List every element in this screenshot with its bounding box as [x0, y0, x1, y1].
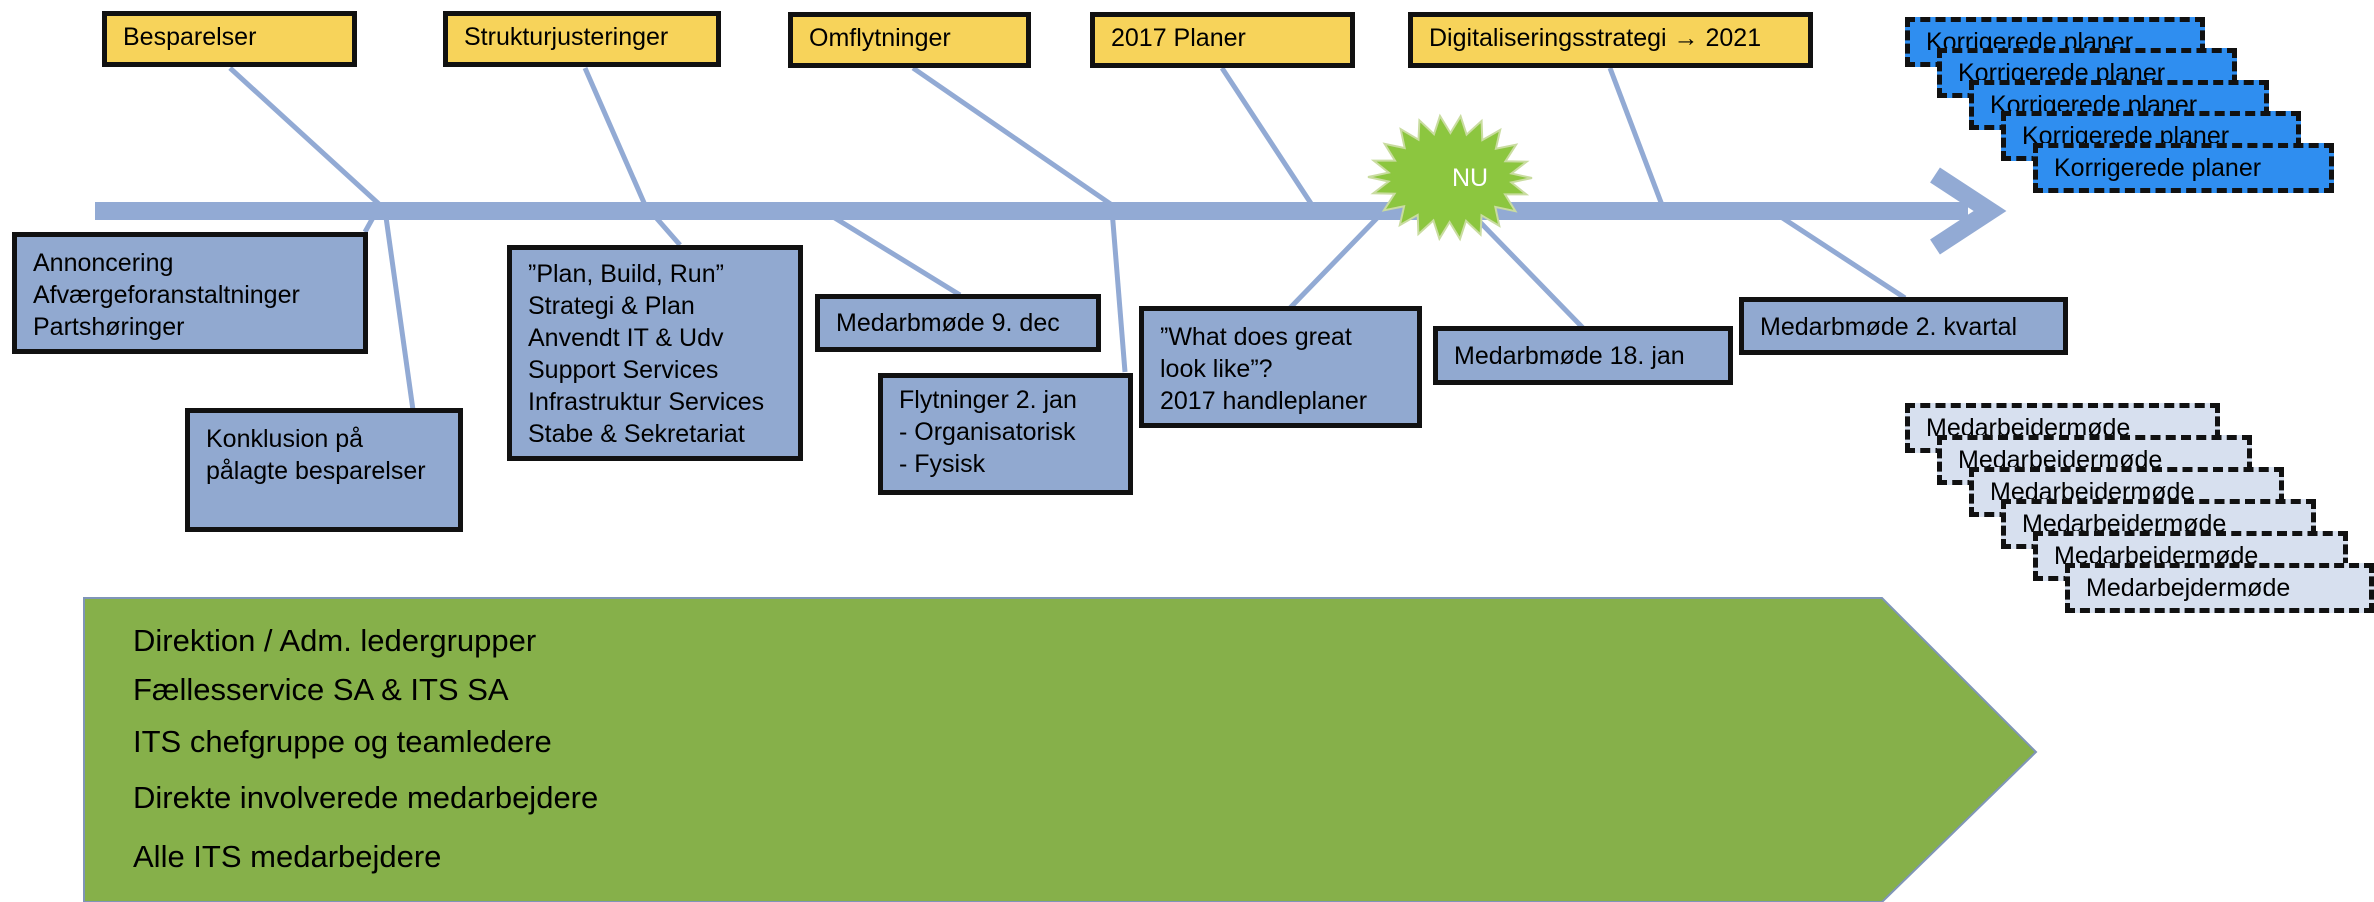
box-annoncering: Annoncering Afværgeforanstaltninger Part… — [12, 232, 368, 354]
box-medarbmoede-jan: Medarbmøde 18. jan — [1433, 326, 1733, 385]
now-burst-icon — [1367, 113, 1533, 242]
box-medarbmoede-dec: Medarbmøde 9. dec — [815, 294, 1101, 352]
stakeholder-lane: Direkte involverede medarbejdere — [133, 780, 599, 815]
box-what-does-great: ”What does great look like”? 2017 handle… — [1139, 306, 1422, 428]
stakeholder-lane: Alle ITS medarbejdere — [133, 839, 442, 874]
plan-card: Korrigerede planer — [2033, 143, 2334, 193]
stakeholder-lane: Fællesservice SA & ITS SA — [133, 672, 509, 707]
phase-label-digitaliseringsstrategi: Digitaliseringsstrategi → 2021 — [1408, 12, 1813, 68]
stakeholder-arrow — [83, 597, 2038, 902]
stakeholder-lane: ITS chefgruppe og teamledere — [133, 724, 552, 759]
phase-label-strukturjusteringer: Strukturjusteringer — [443, 11, 721, 67]
box-flytninger: Flytninger 2. jan - Organisatorisk - Fys… — [878, 373, 1133, 495]
now-label: NU — [1451, 164, 1489, 192]
connector-lines — [228, 65, 1907, 411]
box-plan-build-run: ”Plan, Build, Run” Strategi & Plan Anven… — [507, 245, 803, 461]
phase-label-omflytninger: Omflytninger — [788, 12, 1031, 68]
phase-label-2017-planer: 2017 Planer — [1090, 12, 1355, 68]
box-medarbmoede-kvartal: Medarbmøde 2. kvartal — [1739, 297, 2068, 355]
phase-label-besparelser: Besparelser — [102, 11, 357, 67]
stakeholder-lane: Direktion / Adm. ledergrupper — [133, 623, 537, 658]
box-konklusion: Konklusion på pålagte besparelser — [185, 408, 463, 532]
timeline-arrowhead — [1930, 167, 2007, 255]
meeting-card: Medarbejdermøde — [2065, 563, 2374, 613]
